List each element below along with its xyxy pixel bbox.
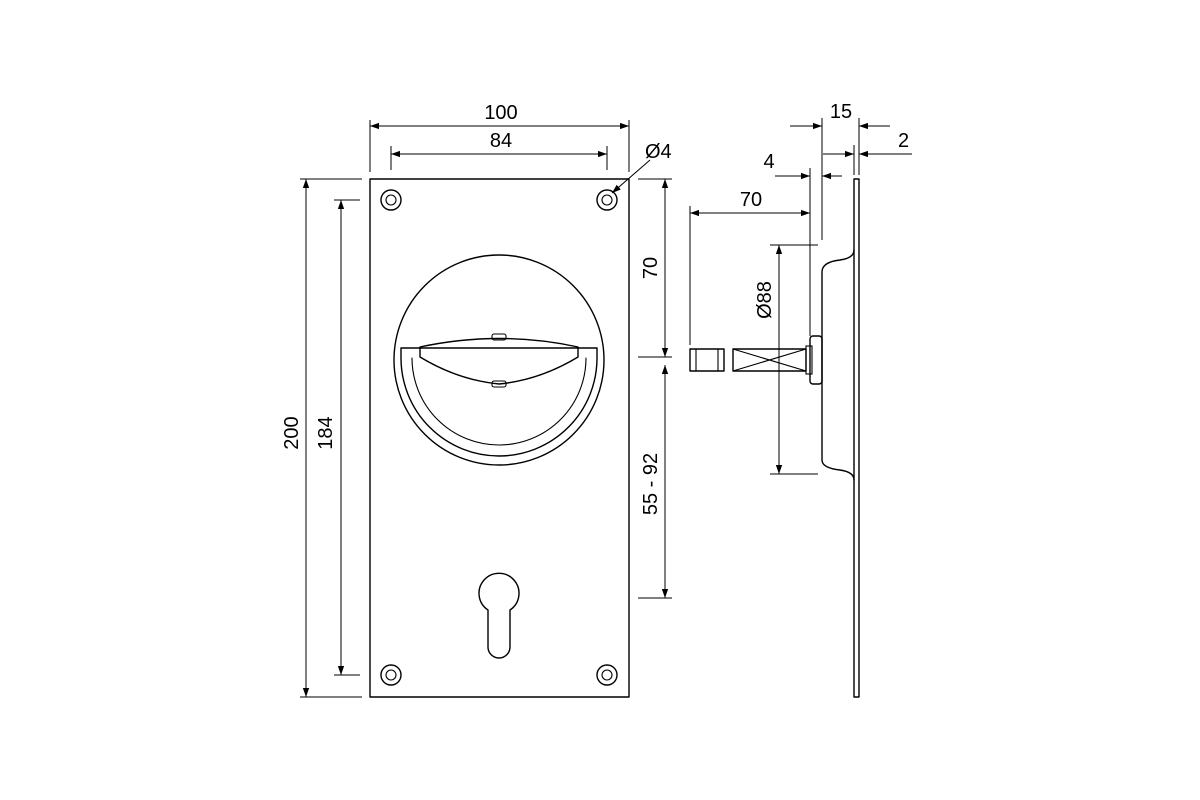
ring-pull-inner xyxy=(411,357,587,446)
dim-hole-spacing-width: 84 xyxy=(390,130,608,170)
ring-pull-outer xyxy=(400,347,598,457)
dim-recess-diameter-label: Ø88 xyxy=(754,281,776,319)
screw-hole-top-right xyxy=(596,189,618,211)
dim-spindle-length-label: 70 xyxy=(740,189,762,211)
screw-hole-bottom-right xyxy=(596,664,618,686)
dim-plate-thickness-label: 2 xyxy=(898,130,909,152)
screw-hole-bottom-left xyxy=(380,664,402,686)
dim-plate-width-label: 100 xyxy=(484,102,517,124)
dimensions: 100 84 Ø4 200 184 xyxy=(281,101,912,698)
spindle-collar xyxy=(809,335,823,385)
side-recess-profile xyxy=(821,249,855,481)
dim-plate-thickness: 2 xyxy=(823,130,912,175)
spindle-square xyxy=(732,348,807,372)
screw-hole-top-left xyxy=(380,189,402,211)
turn-knob xyxy=(419,337,579,385)
dim-plate-height: 200 xyxy=(281,178,362,698)
dim-hole-spacing-height-label: 184 xyxy=(315,416,337,449)
spindle-end xyxy=(689,348,725,372)
dim-plate-width: 100 xyxy=(369,102,630,172)
dim-top-to-spindle: 70 xyxy=(638,178,672,358)
ring-handle xyxy=(393,254,605,466)
dim-overall-depth-label: 15 xyxy=(830,101,852,123)
dim-top-to-spindle-label: 70 xyxy=(640,257,662,279)
dim-hole-diameter-label: Ø4 xyxy=(645,141,672,163)
dim-plate-offset: 4 xyxy=(763,151,842,336)
dim-hole-diameter: Ø4 xyxy=(611,141,672,194)
dim-spindle-to-cylinder: 55 - 92 xyxy=(638,365,672,599)
dim-overall-depth: 15 xyxy=(790,101,890,240)
dim-recess-diameter: Ø88 xyxy=(754,244,818,475)
dim-hole-spacing-width-label: 84 xyxy=(490,130,512,152)
dim-spindle-to-cylinder-label: 55 - 92 xyxy=(640,453,662,515)
side-view xyxy=(689,178,860,698)
dim-spindle-length: 70 xyxy=(689,189,810,345)
handle-recess-circle xyxy=(393,254,605,466)
back-plate-outline xyxy=(369,178,630,698)
dim-hole-spacing-height: 184 xyxy=(315,199,360,676)
side-plate xyxy=(853,178,860,698)
dim-plate-offset-label: 4 xyxy=(763,151,774,173)
dim-plate-height-label: 200 xyxy=(281,416,303,449)
front-view xyxy=(369,178,630,698)
cylinder-cutout xyxy=(478,572,520,659)
